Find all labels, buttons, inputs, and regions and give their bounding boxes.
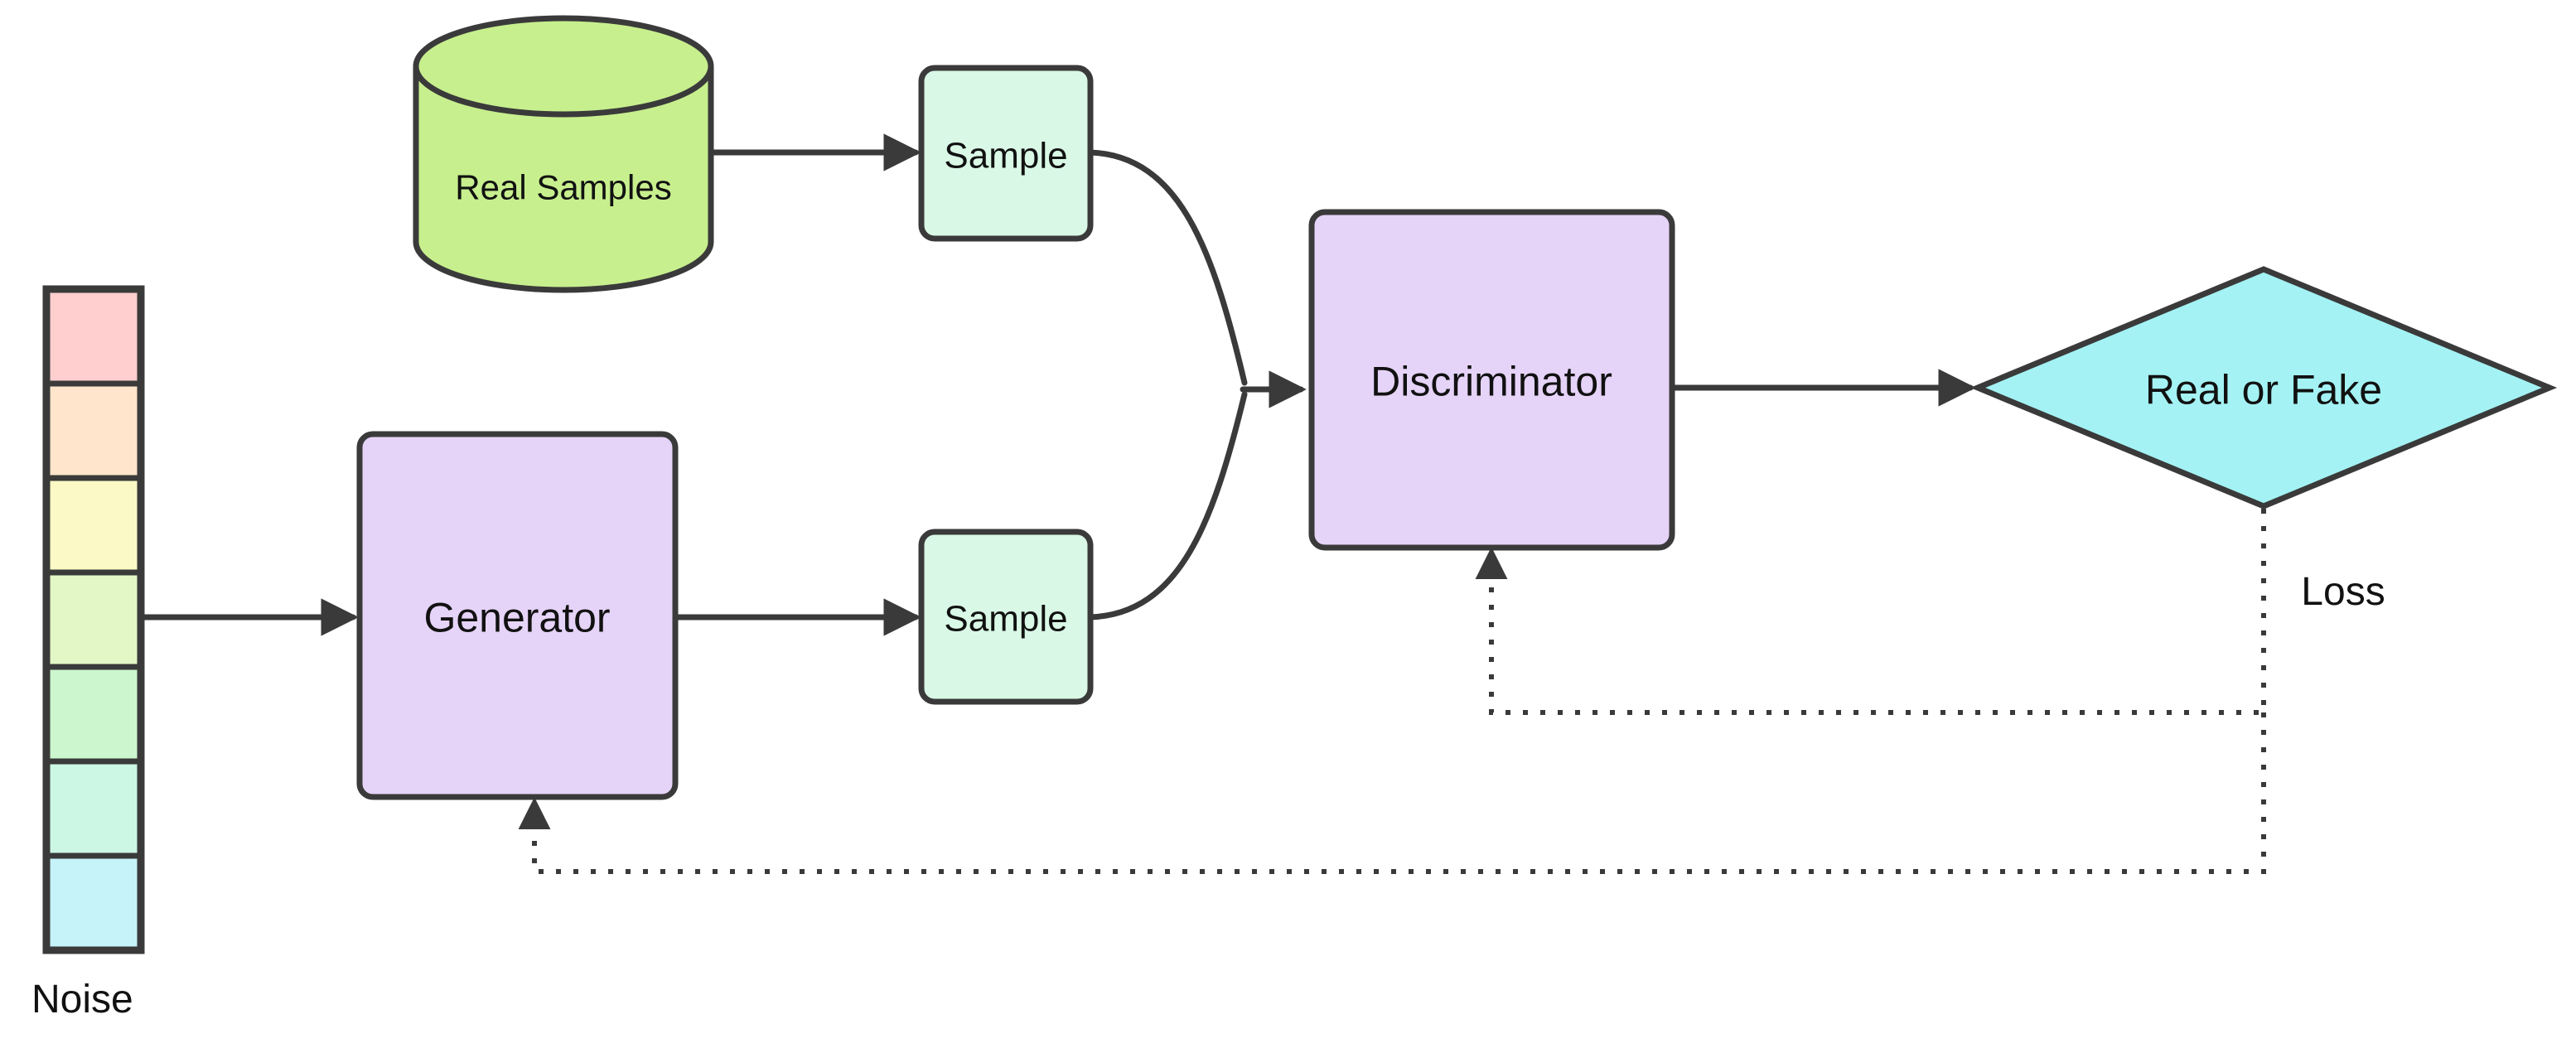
noise-label: Noise bbox=[31, 978, 133, 1021]
discriminator-label: Discriminator bbox=[1370, 359, 1612, 405]
node-sample-fake: Sample bbox=[918, 529, 1094, 705]
noise-cell-2 bbox=[43, 380, 144, 481]
noise-cell-7 bbox=[43, 852, 144, 954]
real-samples-cylinder-body bbox=[413, 66, 714, 293]
loss-label: Loss bbox=[2301, 570, 2385, 614]
real-samples-label: Real Samples bbox=[455, 168, 671, 207]
noise-cell-6 bbox=[43, 758, 144, 859]
noise-cell-5 bbox=[43, 664, 144, 765]
noise-cell-3 bbox=[43, 475, 144, 576]
node-real-or-fake: Real or Fake bbox=[1969, 266, 2558, 510]
sample-fake-box bbox=[918, 529, 1094, 705]
sample-real-box bbox=[918, 65, 1094, 242]
node-discriminator: Discriminator bbox=[1308, 209, 1675, 551]
noise-cell-1 bbox=[43, 286, 144, 387]
edges-solid bbox=[140, 133, 1976, 636]
edge-sample-fake-to-merge bbox=[1087, 391, 1248, 621]
edges-dotted bbox=[518, 509, 2266, 874]
generator-box bbox=[356, 431, 679, 800]
node-noise-vector: Noise bbox=[31, 285, 145, 1021]
real-or-fake-label: Real or Fake bbox=[2145, 367, 2382, 413]
noise-cell-4 bbox=[43, 569, 144, 670]
node-sample-real: Sample bbox=[918, 65, 1094, 242]
edge-loss-to-generator bbox=[518, 712, 2266, 874]
sample-real-label: Sample bbox=[944, 135, 1067, 176]
discriminator-box bbox=[1308, 209, 1675, 551]
real-or-fake-diamond bbox=[1969, 266, 2558, 510]
noise-column-border bbox=[42, 285, 145, 954]
sample-fake-label: Sample bbox=[944, 598, 1067, 639]
real-samples-cylinder-top bbox=[413, 15, 714, 118]
edge-sample-real-to-merge bbox=[1087, 149, 1248, 386]
node-real-samples: Real Samples bbox=[413, 15, 714, 293]
generator-label: Generator bbox=[423, 595, 610, 641]
node-generator: Generator bbox=[356, 431, 679, 800]
